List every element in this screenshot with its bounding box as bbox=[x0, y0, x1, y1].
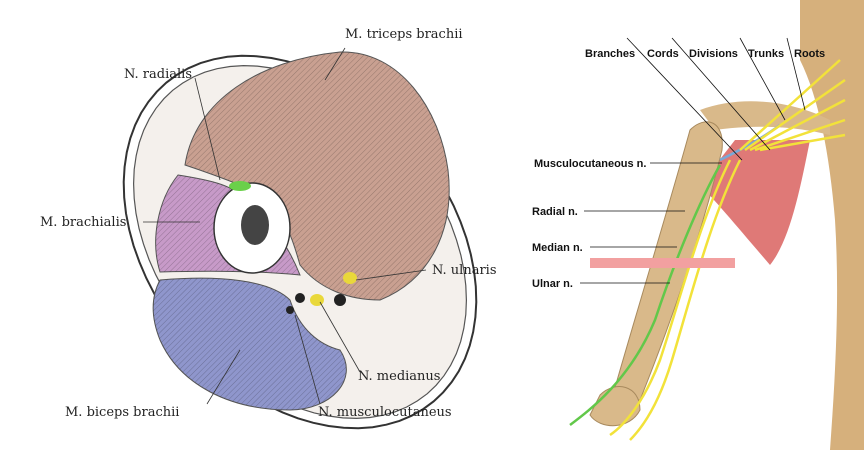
label-medianus: N. medianus bbox=[358, 369, 440, 384]
label-musculocutaneus: N. musculocutaneus bbox=[318, 405, 452, 420]
label-cords: Cords bbox=[647, 48, 679, 60]
label-branches: Branches bbox=[585, 48, 635, 60]
brachial-vein bbox=[334, 294, 346, 306]
label-biceps: M. biceps brachii bbox=[65, 405, 179, 420]
label-radial: Radial n. bbox=[532, 206, 578, 218]
label-trunks: Trunks bbox=[748, 48, 784, 60]
brachial-plexus: Branches Cords Divisions Trunks Roots Mu… bbox=[532, 0, 864, 450]
spine-bone bbox=[800, 0, 864, 450]
arm-cross-section: M. triceps brachii N. radialis M. brachi… bbox=[40, 27, 497, 430]
radial-nerve bbox=[229, 181, 251, 191]
section-level-marker bbox=[590, 258, 735, 268]
plexus-leader-lines bbox=[580, 37, 806, 284]
leader-lines bbox=[143, 47, 427, 405]
nerve-roots bbox=[739, 59, 846, 152]
label-ulnaris: N. ulnaris bbox=[432, 263, 497, 278]
brachial-artery bbox=[295, 293, 305, 303]
label-musculocutaneous: Musculocutaneous n. bbox=[534, 158, 646, 170]
label-triceps: M. triceps brachii bbox=[345, 27, 463, 42]
radial-nerve-path bbox=[569, 164, 722, 426]
vessel bbox=[286, 306, 294, 314]
ulnar-nerve-path bbox=[629, 159, 742, 441]
scapula-muscle bbox=[700, 140, 810, 265]
clavicle-bone bbox=[700, 101, 830, 135]
label-ulnar: Ulnar n. bbox=[532, 278, 573, 290]
median-nerve-path bbox=[609, 159, 732, 437]
label-divisions: Divisions bbox=[689, 48, 738, 60]
ulnar-nerve bbox=[343, 272, 357, 284]
label-brachialis: M. brachialis bbox=[40, 215, 126, 230]
label-radialis: N. radialis bbox=[124, 67, 192, 82]
elbow-bone bbox=[589, 386, 641, 427]
biceps-hatching bbox=[153, 278, 347, 410]
bone-marrow bbox=[241, 205, 269, 245]
label-median: Median n. bbox=[532, 242, 583, 254]
median-nerve bbox=[310, 294, 324, 306]
label-roots: Roots bbox=[794, 48, 825, 60]
